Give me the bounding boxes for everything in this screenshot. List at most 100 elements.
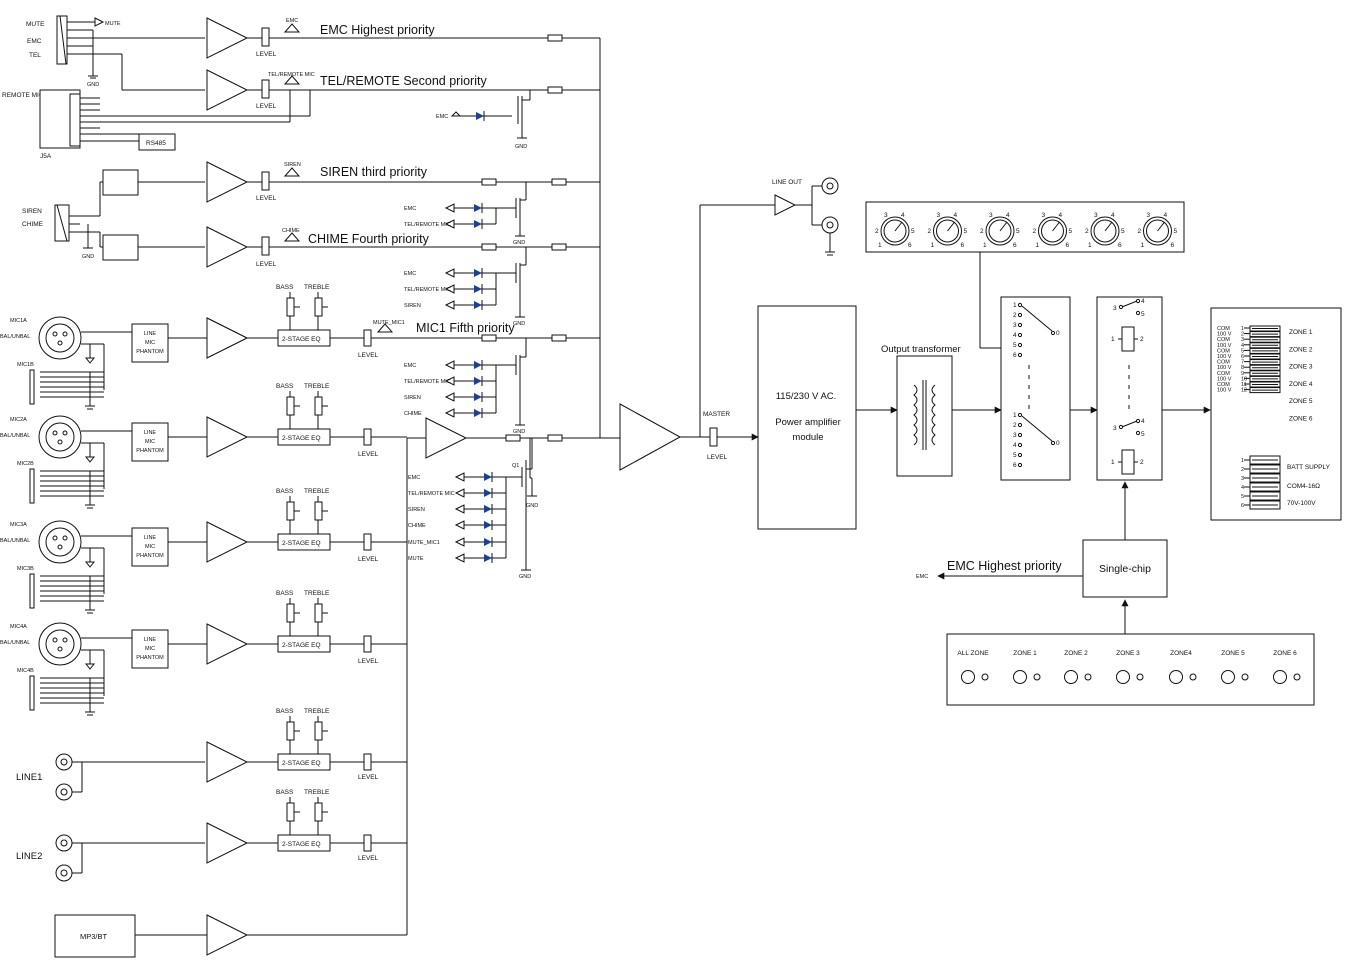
phantom-line: LINE — [144, 637, 157, 643]
knob-label: 5 — [964, 228, 968, 235]
tag-mute: MUTE — [408, 556, 424, 562]
terminal-label: COM — [1217, 360, 1230, 366]
knob-label: 1 — [878, 242, 882, 249]
knob-label: 6 — [1171, 242, 1175, 249]
phantom-mic: MIC — [145, 544, 155, 550]
level-label: LEVEL — [358, 658, 379, 665]
phantom-phantom: PHANTOM — [136, 655, 164, 661]
remote-mic-label: REMOTE MIC — [2, 92, 44, 99]
bass-label: BASS — [276, 383, 294, 390]
panel-button-4: ZONE4 — [1169, 650, 1197, 684]
panel-button-label: ALL ZONE — [957, 650, 989, 657]
line1-label: LINE1 — [16, 772, 42, 783]
tag-tel_remote: TEL/REMOTE MIC — [404, 287, 451, 293]
svg-text:LEVEL: LEVEL — [256, 103, 277, 110]
button-circle — [1064, 670, 1078, 684]
phantom-mic: MIC — [145, 646, 155, 652]
eq-box-label: 2-STAGE EQ — [282, 435, 321, 442]
tel-label: TEL — [29, 52, 41, 59]
knob-label: 2 — [928, 228, 932, 235]
terminal-number: 9 — [1241, 371, 1244, 377]
terminal-number: 6 — [1241, 354, 1244, 360]
indicator-led — [1084, 673, 1092, 681]
supply-pin: 2 — [1241, 467, 1244, 473]
switch-pos: 0 — [1056, 330, 1060, 337]
remote-mic-connector: REMOTE MIC RS485 J5A — [2, 89, 311, 160]
switch-pos: 0 — [1056, 440, 1060, 447]
indicator-led — [1189, 673, 1197, 681]
mic-a-label: MIC4A — [10, 624, 27, 630]
bass-label: BASS — [276, 488, 294, 495]
terminal-row: COM 3 — [1217, 336, 1281, 343]
phantom-line: LINE — [144, 430, 157, 436]
panel-button-3: ZONE 3 — [1116, 650, 1144, 684]
switch-pos: 2 — [1013, 312, 1017, 319]
switch-pos: 3 — [1013, 432, 1017, 439]
emc-bottom-label: EMC Highest priority — [947, 559, 1062, 573]
mic-b-label: MIC1B — [17, 362, 34, 368]
panel-button-label: ZONE 2 — [1064, 650, 1088, 657]
chime-label: CHIME — [22, 221, 44, 228]
knob-label: 2 — [875, 228, 879, 235]
relay-pin: 5 — [1141, 311, 1145, 318]
j5a-label: J5A — [40, 153, 52, 160]
master-label: MASTER — [703, 411, 730, 418]
panel-button-label: ZONE4 — [1170, 650, 1192, 657]
eq-box-label: 2-STAGE EQ — [282, 760, 321, 767]
mic-a-label: MIC2A — [10, 417, 27, 423]
button-circle — [1169, 670, 1183, 684]
indicator-led — [1033, 673, 1041, 681]
supply-pin: 5 — [1241, 494, 1244, 500]
level-label: LEVEL — [358, 855, 379, 862]
switch-pos: 5 — [1013, 342, 1017, 349]
phantom-phantom: PHANTOM — [136, 553, 164, 559]
indicator-led — [1241, 673, 1249, 681]
knob-label: 3 — [884, 212, 888, 219]
switch-pos: 4 — [1013, 332, 1017, 339]
zone-out-4: ZONE 4 — [1289, 381, 1313, 388]
panel-button-label: ZONE 3 — [1116, 650, 1140, 657]
indicator-led — [1293, 673, 1301, 681]
terminal-label: COM — [1217, 337, 1230, 343]
knob-label: 6 — [1118, 242, 1122, 249]
zone-out-5: ZONE 5 — [1289, 398, 1313, 405]
phantom-line: LINE — [144, 535, 157, 541]
mic-a-label: MIC1A — [10, 318, 27, 324]
treble-label: TREBLE — [304, 383, 330, 390]
emc-label: EMC — [27, 38, 42, 45]
tag-emc: EMC — [404, 363, 416, 369]
svg-text:Output transformer: Output transformer — [881, 344, 961, 355]
switch-pos: 4 — [1013, 442, 1017, 449]
svg-text:GND: GND — [515, 144, 527, 150]
knob-label: 4 — [1111, 212, 1115, 219]
switch-pos: 5 — [1013, 452, 1017, 459]
svg-text:Power amplifier: Power amplifier — [775, 417, 840, 428]
knob-label: 6 — [961, 242, 965, 249]
relay-pin: 1 — [1111, 459, 1115, 466]
svg-text:115/230 V AC.: 115/230 V AC. — [776, 391, 837, 402]
eq-box-label: 2-STAGE EQ — [282, 540, 321, 547]
level-label: LEVEL — [358, 774, 379, 781]
siren-chime-connector: SIREN CHIME GND — [22, 169, 205, 261]
svg-text:LEVEL: LEVEL — [256, 261, 277, 268]
terminal-number: 4 — [1241, 343, 1244, 349]
siren-label: SIREN — [22, 208, 42, 215]
master-amplifier: MASTER LEVEL LINE OUT — [619, 177, 839, 471]
gnd-label: GND — [513, 240, 525, 246]
terminal-number: 11 — [1241, 382, 1247, 388]
terminal-number: 3 — [1241, 337, 1244, 343]
mute-tag: MUTE — [105, 21, 121, 27]
phantom-mic: MIC — [145, 439, 155, 445]
terminal-number: 2 — [1241, 332, 1244, 338]
knob-label: 2 — [1033, 228, 1037, 235]
knob-label: 3 — [989, 212, 993, 219]
